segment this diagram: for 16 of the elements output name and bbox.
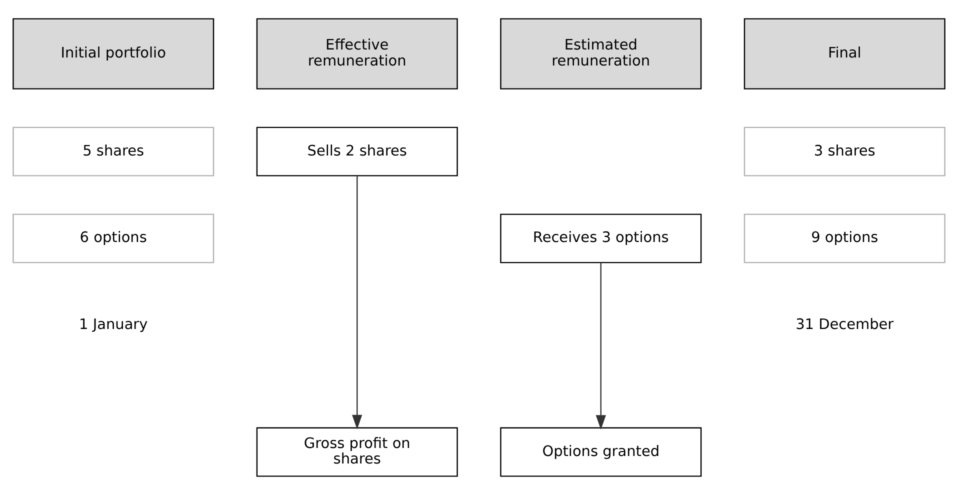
arrow [596, 262, 606, 430]
node-box: 9 options [744, 214, 946, 264]
label: 31 December [796, 317, 894, 334]
node-box: Estimated remuneration [500, 18, 702, 90]
label: 1 January [79, 317, 148, 334]
node-box: 5 shares [12, 126, 214, 176]
node-box: 3 shares [744, 126, 946, 176]
node-box: Sells 2 shares [256, 126, 458, 176]
node-box: Effective remuneration [256, 18, 458, 90]
node-box: Options granted [500, 427, 702, 477]
arrow [352, 176, 362, 430]
node-box: 6 options [12, 214, 214, 264]
node-box: Gross profit on shares [256, 427, 458, 477]
node-box: Receives 3 options [500, 214, 702, 264]
node-box: Initial portfolio [12, 18, 214, 90]
node-box: Final [744, 18, 946, 90]
